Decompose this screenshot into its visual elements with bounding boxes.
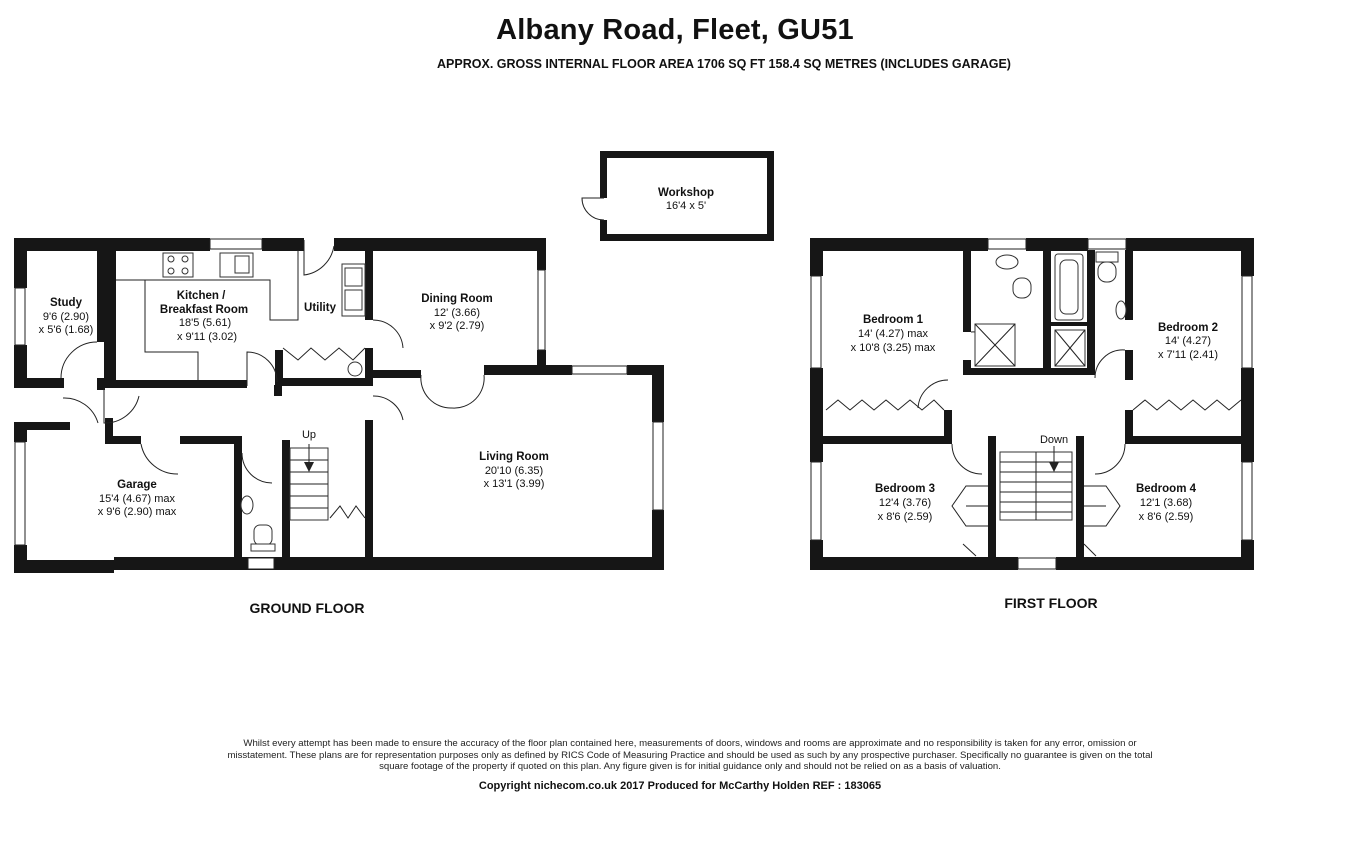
floor-area-subtitle: APPROX. GROSS INTERNAL FLOOR AREA 1706 S… — [437, 57, 1011, 71]
ground-floor-walls — [14, 238, 664, 573]
bedroom3-dim2: x 8'6 (2.59) — [878, 511, 933, 523]
kitchen-name: Kitchen / — [177, 290, 226, 302]
first-floor-doors — [825, 331, 1242, 557]
workshop-dim: 16'4 x 5' — [666, 200, 706, 212]
bedroom3-dim1: 12'4 (3.76) — [879, 497, 931, 509]
bedroom3-name: Bedroom 3 — [875, 483, 935, 495]
bedroom1-name: Bedroom 1 — [863, 314, 924, 326]
ground-floor-fixtures — [116, 250, 366, 552]
plan-title: Albany Road, Fleet, GU51 — [496, 14, 854, 46]
workshop-name: Workshop — [658, 187, 714, 199]
stairs-down-label: Down — [1040, 434, 1068, 446]
ground-floor-label: GROUND FLOOR — [249, 600, 364, 616]
first-floor-walls — [810, 238, 1254, 570]
first-floor-fixtures — [974, 251, 1127, 521]
kitchen-name2: Breakfast Room — [160, 304, 248, 316]
bedroom2-dim2: x 7'11 (2.41) — [1158, 349, 1218, 361]
bedroom2-dim1: 14' (4.27) — [1165, 335, 1211, 347]
garage-name: Garage — [117, 479, 157, 491]
utility-name: Utility — [304, 302, 337, 314]
kitchen-dim1: 18'5 (5.61) — [179, 317, 231, 329]
bedroom4-dim1: 12'1 (3.68) — [1140, 497, 1192, 509]
room-labels: Workshop 16'4 x 5' Study 9'6 (2.90) x 5'… — [39, 187, 1218, 616]
dining-name: Dining Room — [421, 293, 493, 305]
first-floor-windows — [810, 238, 1253, 570]
living-dim2: x 13'1 (3.99) — [484, 478, 545, 490]
bedroom1-dim2: x 10'8 (3.25) max — [851, 342, 936, 354]
garage-dim2: x 9'6 (2.90) max — [98, 506, 177, 518]
kitchen-dim2: x 9'11 (3.02) — [177, 331, 237, 343]
study-name: Study — [50, 297, 83, 309]
living-dim1: 20'10 (6.35) — [485, 465, 543, 477]
study-dim1: 9'6 (2.90) — [43, 311, 89, 323]
bedroom4-dim2: x 8'6 (2.59) — [1139, 511, 1194, 523]
bedroom2-name: Bedroom 2 — [1158, 322, 1218, 334]
bedroom1-dim1: 14' (4.27) max — [858, 328, 928, 340]
ground-floor-windows — [14, 238, 664, 570]
garage-dim1: 15'4 (4.67) max — [99, 493, 176, 505]
living-name: Living Room — [479, 451, 549, 463]
stairs-up-label: Up — [302, 429, 316, 441]
study-dim2: x 5'6 (1.68) — [39, 324, 94, 336]
workshop-outline — [581, 151, 774, 241]
bedroom4-name: Bedroom 4 — [1136, 483, 1197, 495]
ground-floor-doors — [60, 240, 485, 484]
dining-dim1: 12' (3.66) — [434, 307, 480, 319]
copyright-line: Copyright nichecom.co.uk 2017 Produced f… — [478, 780, 882, 792]
dining-dim2: x 9'2 (2.79) — [430, 320, 485, 332]
disclaimer-text: Whilst every attempt has been made to en… — [227, 738, 1153, 773]
first-floor-label: FIRST FLOOR — [1004, 595, 1097, 611]
